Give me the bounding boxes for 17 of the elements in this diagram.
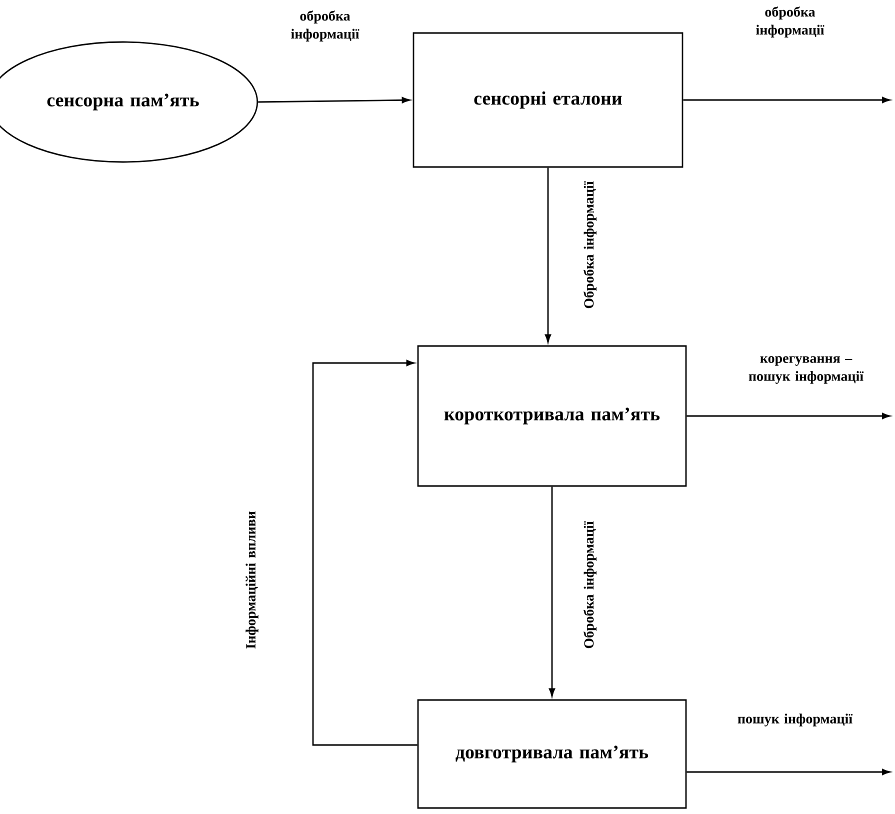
edge-label: обробка інформації	[756, 6, 824, 38]
memory-box: довготривала пам’ять	[417, 699, 687, 809]
arrow	[258, 97, 410, 104]
memory-box: короткотривала пам’ять	[417, 345, 687, 487]
arrow	[686, 768, 890, 776]
arrow	[686, 412, 890, 420]
arrow	[548, 486, 556, 697]
edge-label: корегування – пошук інформації	[748, 356, 864, 384]
edge-label: обробка інформації	[291, 10, 360, 42]
edge-label: Інформаційні впливи	[246, 511, 258, 649]
edge-label: пошук інформації	[738, 714, 853, 726]
arrow	[312, 360, 418, 746]
edge-label: Обробка інформації	[584, 181, 596, 308]
edge-label: Обробка інформації	[584, 521, 596, 648]
memory-box: сенсорні еталони	[412, 32, 684, 168]
arrow	[683, 96, 890, 104]
arrow	[544, 168, 552, 343]
